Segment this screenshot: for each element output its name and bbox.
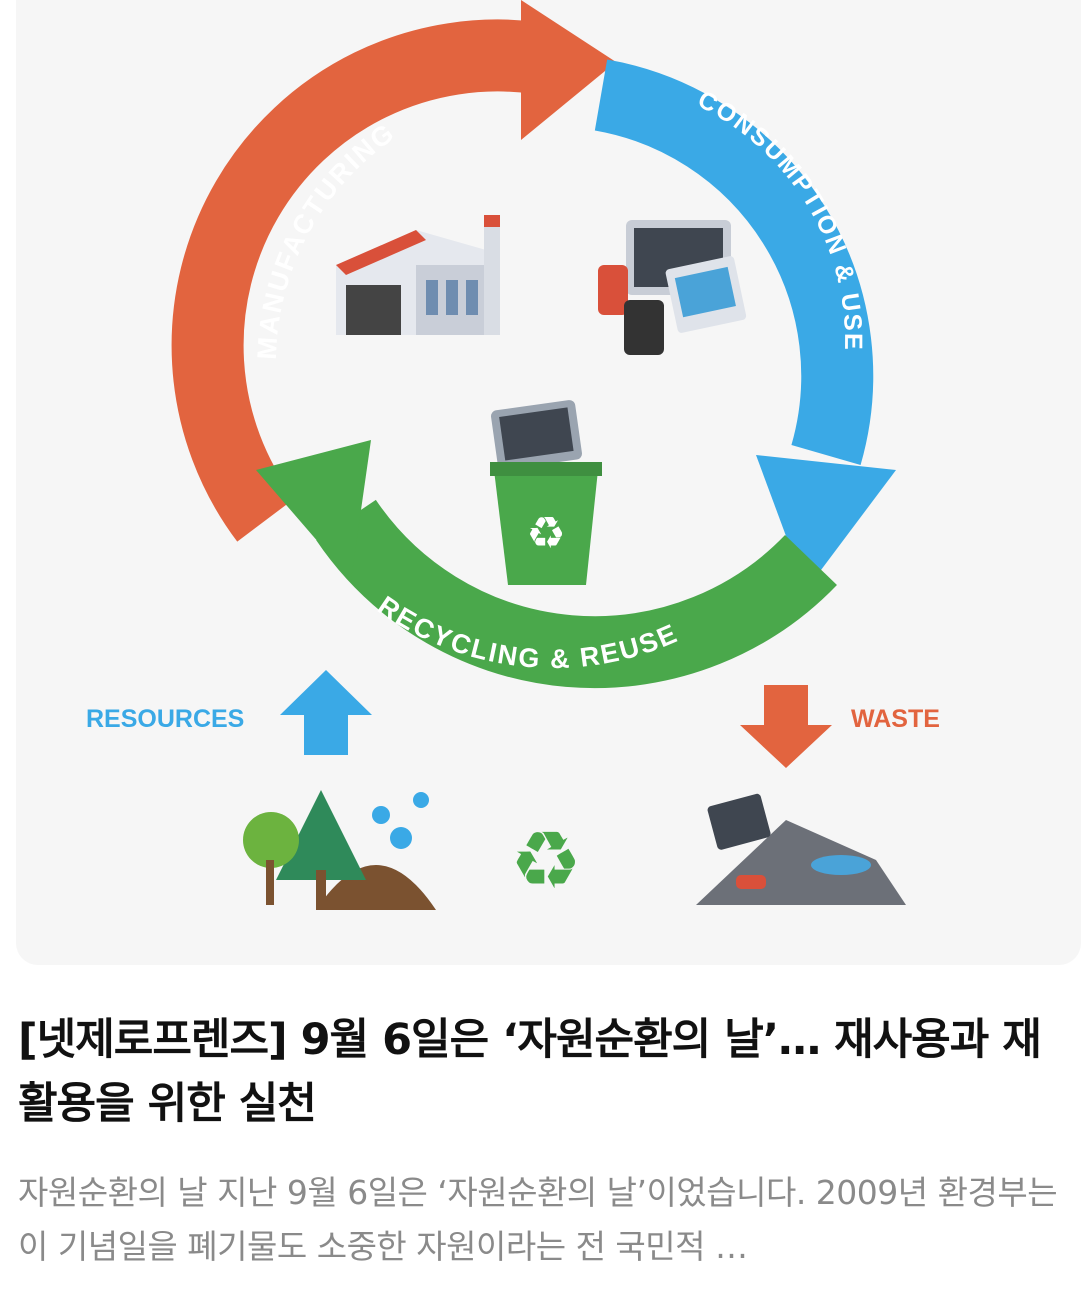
article-thumbnail[interactable]: MANUFACTURING CONSUMPTION & USE RECYCLIN… [16,0,1081,965]
waste-pile-icon [696,793,906,905]
recycling-cycle-illustration: MANUFACTURING CONSUMPTION & USE RECYCLIN… [86,0,940,910]
up-arrow-icon [280,670,372,755]
nature-icon [243,790,436,910]
waste-label: WASTE [851,705,940,733]
down-arrow-icon [740,685,832,768]
consumption-arrow [594,59,896,590]
svg-text:♻: ♻ [526,508,565,559]
factory-icon [336,215,500,335]
recycle-bin-icon: ♻ [490,400,602,585]
resources-label: RESOURCES [86,705,244,733]
manufacturing-arrow [171,0,616,542]
recycling-arrow [256,440,837,689]
devices-icon [598,220,747,355]
article-title[interactable]: [넷제로프렌즈] 9월 6일은 ‘자원순환의 날’… 재사용과 재활용을 위한 … [18,1015,1042,1129]
recycle-symbol-icon: ♻ [510,814,582,907]
article-summary: 자원순환의 날 지난 9월 6일은 ‘자원순환의 날’이었습니다. 2009년 … [18,1173,1058,1266]
